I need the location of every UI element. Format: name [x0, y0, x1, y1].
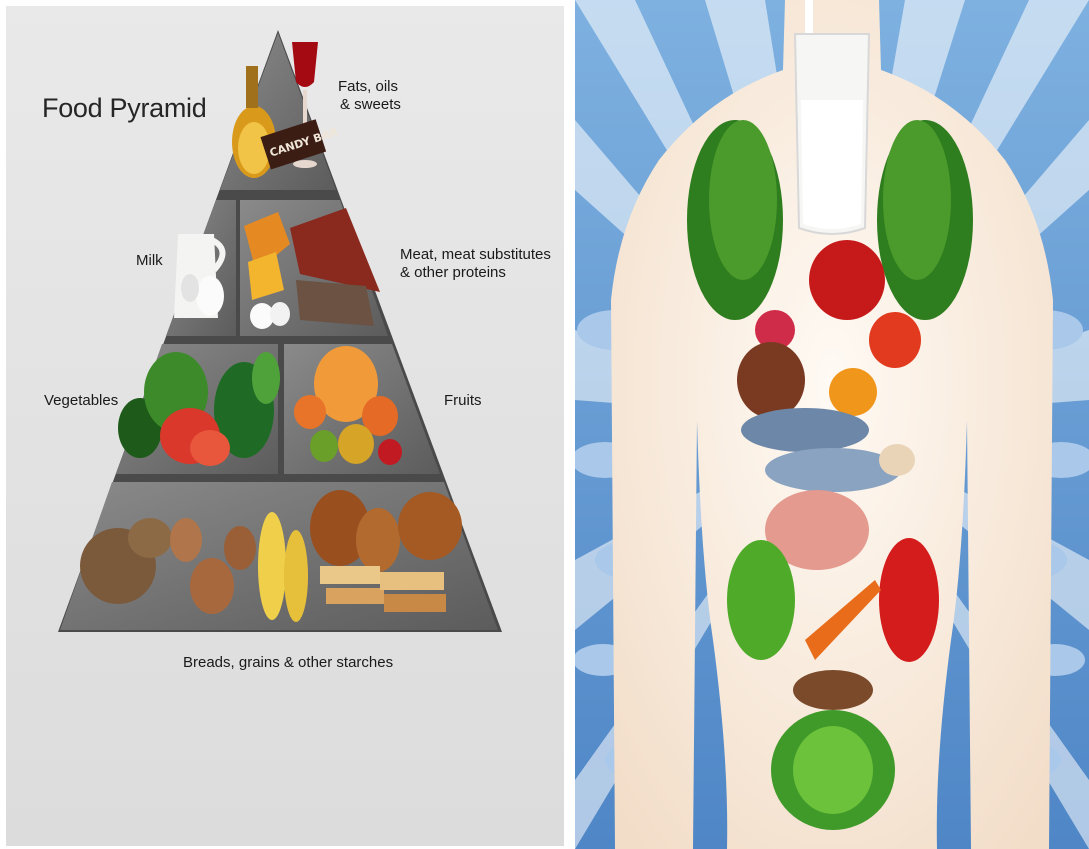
- label-meat-line-1: Meat, meat substitutes: [400, 246, 551, 264]
- label-fats-line-2: & sweets: [338, 96, 401, 114]
- label-fats-line-1: Fats, oils: [338, 78, 401, 96]
- label-meat: Meat, meat substitutes & other proteins: [400, 246, 551, 283]
- body-food-illustration-panel: [575, 0, 1089, 849]
- milk-glass-illustration: [795, 0, 869, 234]
- food-pyramid-panel: CANDY BAR: [0, 0, 570, 849]
- page-title: Food Pyramid: [42, 92, 206, 125]
- label-breads-grains: Breads, grains & other starches: [183, 654, 393, 672]
- body-food-graphic: [575, 0, 1089, 849]
- label-fruits: Fruits: [444, 392, 482, 410]
- label-fats-oils-sweets: Fats, oils & sweets: [338, 78, 401, 115]
- label-vegetables: Vegetables: [44, 392, 118, 410]
- label-meat-line-2: & other proteins: [400, 264, 551, 282]
- food-pyramid-graphic: CANDY BAR: [0, 0, 570, 849]
- label-milk: Milk: [136, 252, 163, 270]
